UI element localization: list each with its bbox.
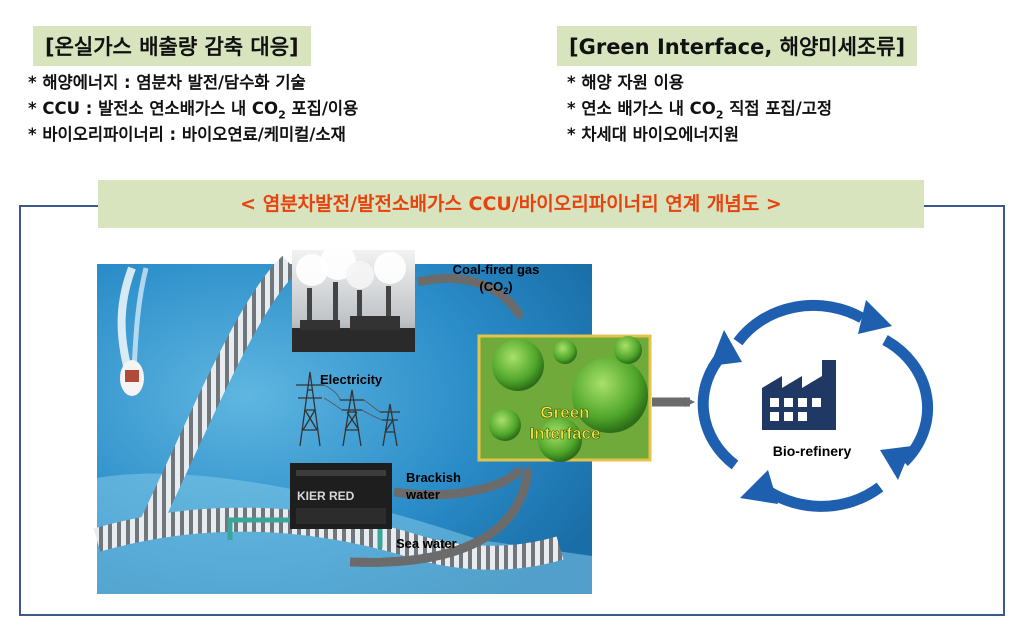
power-plant-photo bbox=[292, 244, 415, 352]
breakwater-upper bbox=[140, 255, 298, 530]
left-bullets: * 해양에너지 : 염분차 발전/담수화 기술 * CCU : 발전소 연소배가… bbox=[28, 70, 358, 148]
right-heading: [Green Interface, 해양미세조류] bbox=[557, 26, 918, 66]
right-bullet-3: * 차세대 바이오에너지원 bbox=[567, 125, 739, 144]
flow-arrows bbox=[349, 274, 695, 567]
left-bullet-1: * 해양에너지 : 염분차 발전/담수화 기술 bbox=[28, 73, 306, 92]
arrow-plant-to-green bbox=[416, 274, 524, 321]
brackish-label-2: water bbox=[405, 487, 440, 502]
boat-icon bbox=[120, 360, 144, 396]
cycle-arrowheads bbox=[710, 300, 912, 504]
power-towers-icon bbox=[296, 371, 400, 447]
right-bullets: * 해양 자원 이용 * 연소 배가스 내 CO2 직접 포집/고정 * 차세대… bbox=[567, 70, 832, 148]
right-bullet-1: * 해양 자원 이용 bbox=[567, 73, 684, 92]
left-bullet-3: * 바이오리파이너리 : 바이오연료/케미컬/소재 bbox=[28, 125, 346, 144]
left-heading: [온실가스 배출량 감축 대응] bbox=[33, 26, 311, 66]
kier-red-label: KIER RED bbox=[297, 489, 355, 503]
concept-title: < 염분차발전/발전소배가스 CCU/바이오리파이너리 연계 개념도 > bbox=[98, 180, 924, 228]
sea-water-label: Sea water bbox=[396, 536, 457, 551]
breakwater-lower bbox=[93, 507, 564, 570]
brackish-label-1: Brackish bbox=[406, 470, 461, 485]
coal-gas-label: Coal-fired gas bbox=[453, 262, 540, 277]
left-bullet-2: * CCU : 발전소 연소배가스 내 CO2 포집/이용 bbox=[28, 99, 359, 122]
co2-label: (CO2) bbox=[479, 279, 512, 296]
green-interface-photo: Green Interface bbox=[477, 334, 652, 462]
biorefinery-label: Bio-refinery bbox=[773, 443, 852, 459]
right-bullet-2: * 연소 배가스 내 CO2 직접 포집/고정 bbox=[567, 99, 833, 122]
green-interface-label-1: Green bbox=[540, 403, 589, 422]
arrow-sea-to-green bbox=[349, 465, 533, 567]
green-interface-label-2: Interface bbox=[530, 424, 601, 443]
arrow-brackish-to-green bbox=[393, 466, 524, 500]
electricity-label: Electricity bbox=[320, 372, 383, 387]
factory-icon bbox=[762, 360, 836, 430]
kier-red-facility: KIER RED bbox=[290, 463, 392, 529]
